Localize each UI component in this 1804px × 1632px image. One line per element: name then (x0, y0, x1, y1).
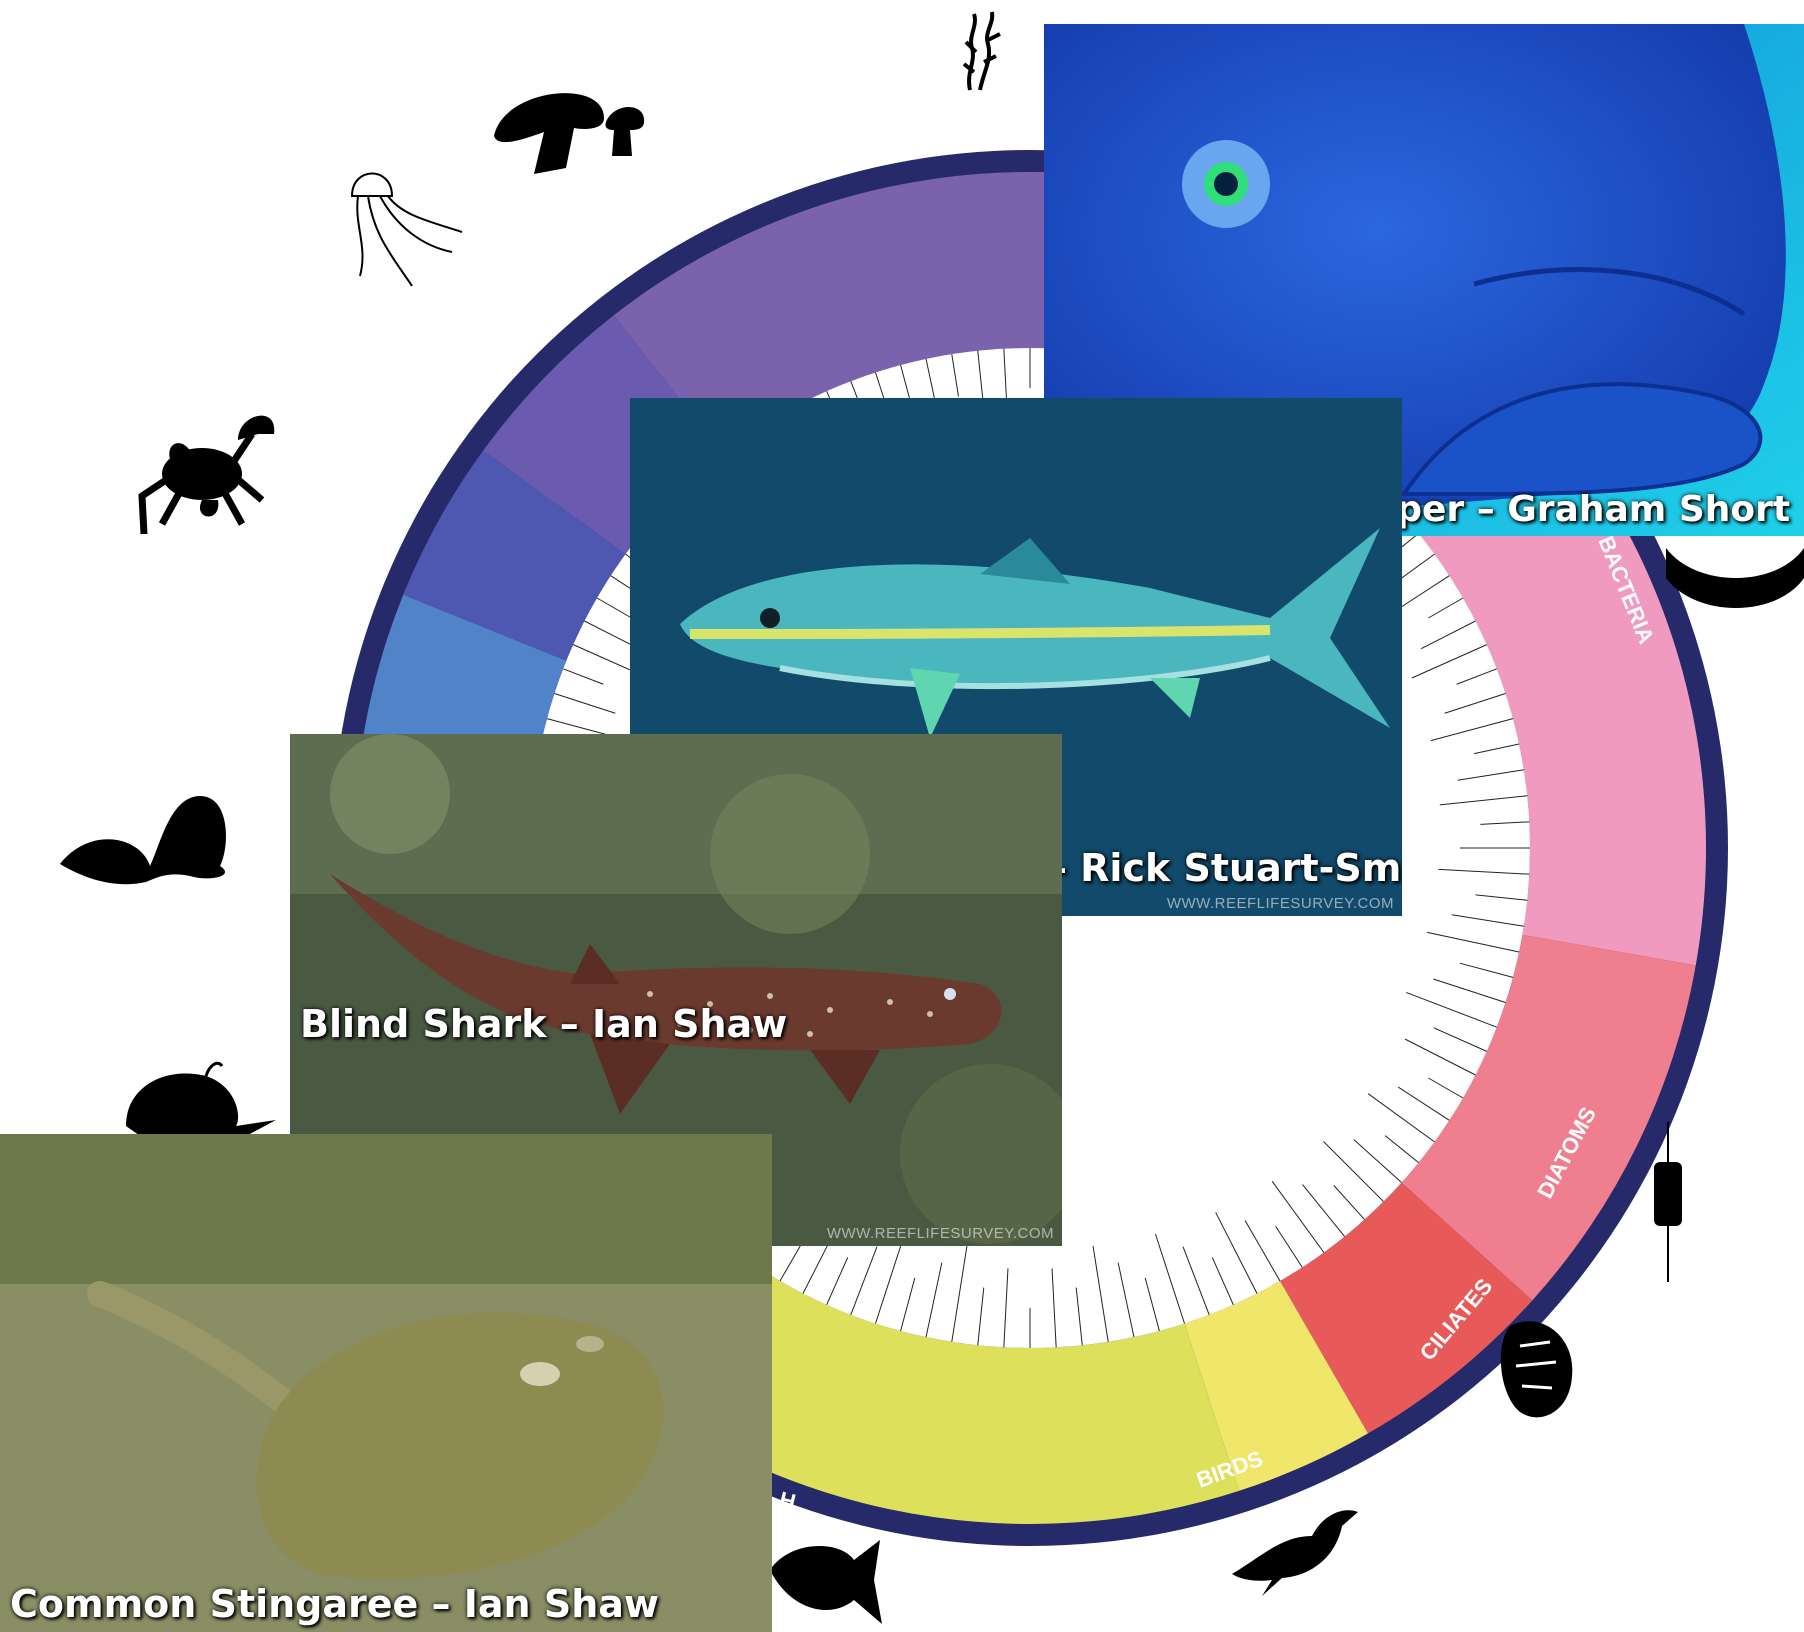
kingfish-watermark: WWW.REEFLIFESURVEY.COM (1167, 895, 1394, 912)
label-worms: WORMS (239, 785, 267, 873)
shark-watermark: WWW.REEFLIFESURVEY.COM (827, 1225, 1054, 1242)
seaweed-icon (964, 12, 1000, 90)
crab-icon (142, 416, 274, 534)
worm-icon (60, 796, 226, 884)
snail-icon (126, 1063, 276, 1140)
mushroom-icon (494, 93, 644, 174)
stingaree-caption: Common Stingaree – Ian Shaw (10, 1582, 659, 1626)
stingaree-image (0, 1134, 772, 1632)
bacteria-icon (1666, 548, 1804, 608)
bird-icon (1232, 1510, 1358, 1596)
label-fungi: FUNGI (587, 174, 660, 225)
fish-icon (770, 1540, 882, 1624)
jellyfish-icon (352, 174, 462, 287)
label-cnidarians: CNIDARIANS (419, 256, 541, 364)
ciliate-icon (1501, 1321, 1572, 1417)
label-plants: PLANTS (914, 103, 1003, 131)
photo-common-stingaree: Common Stingaree – Ian Shaw (0, 1134, 772, 1632)
shark-caption: Blind Shark – Ian Shaw (300, 1002, 787, 1046)
label-crustaceans: CRUSTACEANS (277, 454, 363, 618)
